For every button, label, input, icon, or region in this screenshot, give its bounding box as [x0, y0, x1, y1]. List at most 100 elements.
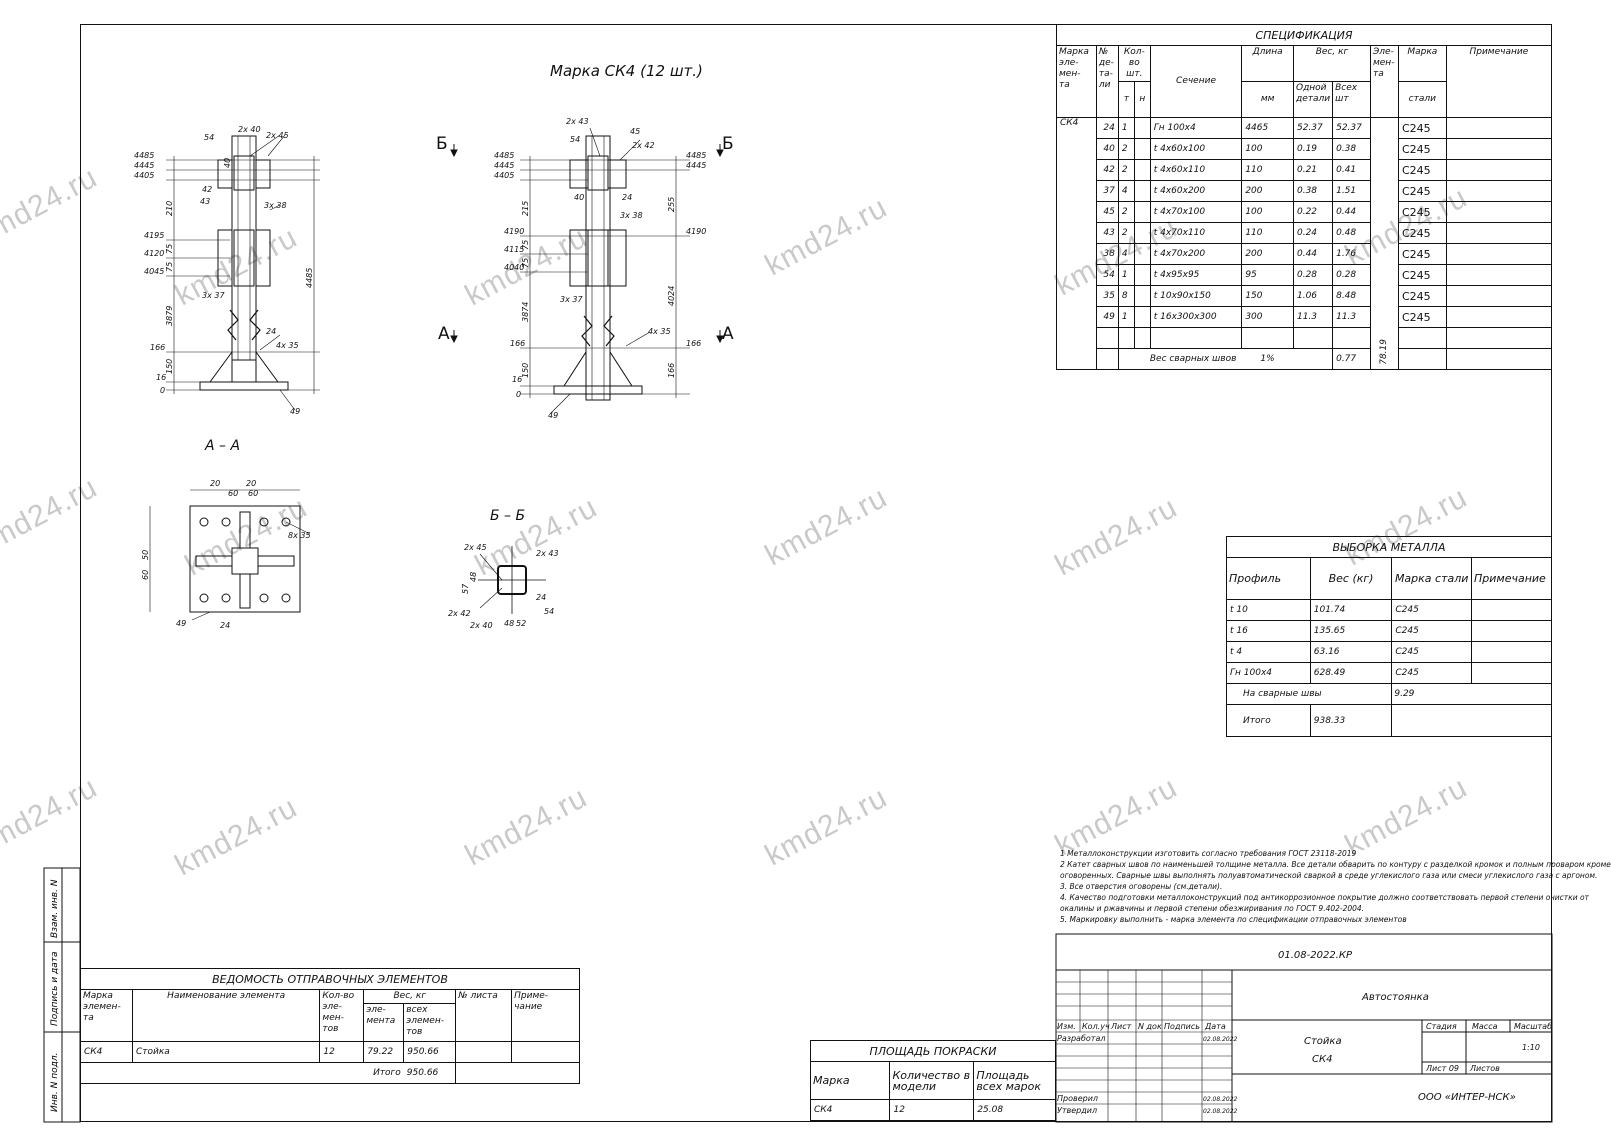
spec-cell-all: 52.37 — [1332, 117, 1371, 139]
aa-callout: 49 — [176, 619, 186, 628]
spec-cell-steel: С245 — [1397, 222, 1447, 244]
spec-cell-one: 52.37 — [1292, 117, 1334, 139]
spec-h-steel2: стали — [1397, 81, 1447, 118]
spec-cell-n — [1133, 243, 1151, 265]
spec-h-section: Сечение — [1149, 45, 1243, 118]
ved-h-name: Наименование элемента — [131, 989, 321, 1042]
e2-dim: 3874 — [521, 302, 530, 322]
spec-cell-section: t 4x70x200 — [1149, 243, 1243, 265]
title-block: 01.08-2022.КР Автостоянка Стойка СК4 Изм… — [1055, 933, 1553, 1123]
bb-dim: 48 — [469, 572, 478, 582]
spec-cell-n — [1133, 180, 1151, 202]
spec-cell-qty: 1 — [1117, 306, 1135, 328]
stamp-scale: Масштаб — [1514, 1022, 1552, 1031]
ved-h-mark: Марка элемен- та — [80, 989, 133, 1042]
spec-cell-all: 1.51 — [1332, 180, 1371, 202]
ved-h-all: всех элемен- тов — [403, 1003, 457, 1042]
spec-cell-one: 0.21 — [1292, 159, 1334, 181]
e1-level: 16 — [156, 373, 166, 382]
e2-right-level: 4190 — [686, 227, 706, 236]
e2-callout: 24 — [622, 193, 632, 202]
spec-cell-section: t 4x95x95 — [1149, 264, 1243, 286]
ved-total-value: 950.66 — [403, 1062, 457, 1084]
paint-area: 25.08 — [973, 1099, 1056, 1121]
paint-mark: СК4 — [809, 1099, 891, 1121]
spec-cell-steel: С245 — [1397, 285, 1447, 307]
spec-cell-all: 0.48 — [1332, 222, 1371, 244]
note-line: 4. Качество подготовки металлоконструкци… — [1060, 893, 1589, 902]
spec-cell-num: 45 — [1095, 201, 1119, 223]
e2-right-level: 4485 — [686, 151, 706, 160]
spec-h-length: Длина — [1241, 45, 1294, 82]
spec-cell-note — [1445, 264, 1553, 286]
margin-label-2: Подпись и дата — [50, 951, 60, 1026]
note-line: 1 Металлоконструкции изготовить согласно… — [1060, 849, 1357, 858]
spec-h-mark: Марка эле- мен- та — [1056, 45, 1097, 118]
e1-callout: 2x 45 — [266, 131, 289, 140]
e2-callout: 2x 43 — [566, 117, 589, 126]
e2-level: 0 — [516, 390, 521, 399]
metal-weld-label: На сварные швы — [1225, 683, 1393, 705]
spec-cell-num: 38 — [1095, 243, 1119, 265]
metal-weld-value: 9.29 — [1391, 683, 1552, 705]
aa-dim: 60 — [248, 489, 258, 498]
spec-cell-all: 1.76 — [1332, 243, 1371, 265]
note-line: оговоренных. Сварные швы выполнять полуа… — [1060, 871, 1598, 880]
e1-dim: 75 — [165, 244, 174, 254]
aa-callout: 8x 35 — [288, 531, 311, 540]
spec-cell-n — [1133, 159, 1151, 181]
drawing-frame — [80, 24, 1552, 1122]
e2-callout: 45 — [630, 127, 640, 136]
paint-count: 12 — [889, 1099, 975, 1121]
drawing-title: Марка СК4 (12 шт.) — [550, 62, 703, 80]
spec-cell-length: 110 — [1241, 159, 1294, 181]
stamp-col: Кол.уч — [1082, 1022, 1110, 1031]
spec-cell-num: 54 — [1095, 264, 1119, 286]
spec-cell-one: 0.24 — [1292, 222, 1334, 244]
e1-dim: 4485 — [305, 268, 314, 288]
metal-cell-note — [1471, 662, 1552, 684]
spec-cell-qty: 4 — [1117, 243, 1135, 265]
spec-title: СПЕЦИФИКАЦИЯ — [1056, 24, 1552, 46]
stamp-col: Подпись — [1164, 1022, 1200, 1031]
spec-cell-one: 0.28 — [1292, 264, 1334, 286]
spec-cell-num: 43 — [1095, 222, 1119, 244]
e1-level: 4485 — [134, 151, 154, 160]
spec-cell-num: 42 — [1095, 159, 1119, 181]
paint-h-count: Количество в модели — [889, 1061, 975, 1100]
spec-h-t: т — [1117, 81, 1135, 118]
spec-cell-section: t 16x300x300 — [1149, 306, 1243, 328]
bb-dim: 57 — [461, 583, 470, 594]
e2-dim: 4024 — [667, 286, 676, 306]
e2-dim: 75 — [521, 258, 530, 268]
ved-one: 79.22 — [363, 1041, 405, 1063]
aa-dim: 50 — [141, 550, 150, 560]
spec-weld-value: 0.77 — [1332, 348, 1371, 370]
bb-callout: 54 — [544, 607, 554, 616]
bb-callout: 2x 40 — [470, 621, 493, 630]
metal-h-weight: Вес (кг) — [1309, 557, 1393, 600]
stamp-col: Дата — [1204, 1022, 1226, 1031]
general-notes: 1 Металлоконструкции изготовить согласно… — [1060, 848, 1611, 925]
spec-h-note: Примечание — [1445, 45, 1553, 118]
aa-dim: 20 — [246, 479, 256, 488]
shipping-elements-table: ВЕДОМОСТЬ ОТПРАВОЧНЫХ ЭЛЕМЕНТОВ Марка эл… — [79, 968, 580, 1084]
spec-cell-all: 0.38 — [1332, 138, 1371, 160]
spec-element-weight-value: 78.19 — [1379, 339, 1390, 365]
e1-level: 4405 — [134, 171, 154, 180]
stamp-stage: Стадия — [1426, 1022, 1457, 1031]
spec-cell-section: t 4x70x110 — [1149, 222, 1243, 244]
metal-total-value: 938.33 — [1309, 704, 1393, 737]
spec-cell-note — [1445, 159, 1553, 181]
spec-element-weight: 78.19 — [1369, 117, 1399, 370]
stamp-code: 01.08-2022.КР — [1278, 950, 1353, 961]
e2-dim: 215 — [521, 201, 530, 216]
e2-callout: 40 — [574, 193, 584, 202]
spec-cell-one: 0.38 — [1292, 180, 1334, 202]
spec-cell-qty: 2 — [1117, 222, 1135, 244]
spec-cell-one: 1.06 — [1292, 285, 1334, 307]
metal-cell-steel: С245 — [1391, 620, 1472, 642]
